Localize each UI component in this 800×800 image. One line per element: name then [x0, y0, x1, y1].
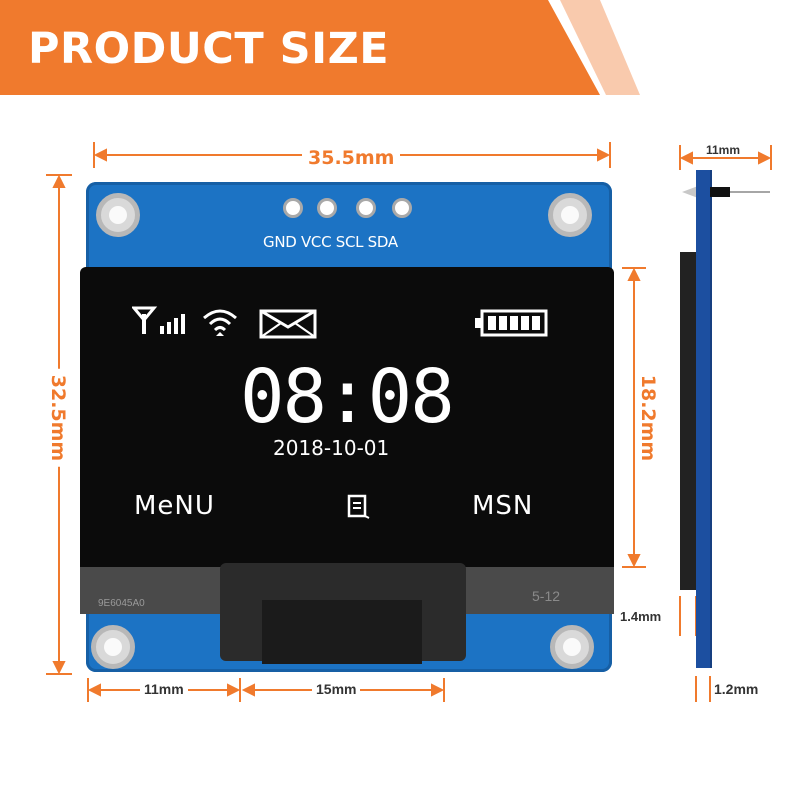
signal-icon — [132, 306, 185, 334]
battery-icon — [475, 309, 548, 337]
mount-hole-bottom-right — [550, 625, 594, 669]
mail-icon — [259, 309, 317, 339]
screen-height-dimension-label: 18.2mm — [637, 368, 659, 468]
banner-background — [0, 0, 640, 95]
document-icon — [347, 494, 370, 519]
mount-hole-bottom-left — [91, 625, 135, 669]
width-dimension-label: 35.5mm — [302, 147, 401, 169]
pin-pad-scl — [356, 198, 376, 218]
bottom-middle-dimension-label: 15mm — [312, 681, 361, 697]
clock-date: 2018-10-01 — [273, 436, 390, 460]
chip-code: 9E6045A0 — [98, 598, 145, 609]
flex-cable-connector — [262, 600, 422, 664]
side-top-dimension-label: 11mm — [706, 143, 741, 157]
mount-hole-top-left — [96, 193, 140, 237]
pin-pad-sda — [392, 198, 412, 218]
pin-pad-gnd — [283, 198, 303, 218]
height-dimension-label: 32.5mm — [47, 368, 69, 468]
side-bottom-dimension-label: 1.2mm — [714, 681, 759, 697]
side-view-pin — [710, 187, 730, 197]
clock-time: 08:08 — [240, 354, 455, 440]
side-pin-dimension-label: 1.4mm — [620, 609, 662, 624]
bottom-left-dimension-label: 11mm — [140, 681, 188, 697]
mount-hole-top-right — [548, 193, 592, 237]
lot-code: 5-12 — [532, 588, 561, 604]
side-view-screen — [680, 252, 696, 590]
banner-title: PRODUCT SIZE — [28, 24, 390, 74]
pin-labels: GND VCC SCL SDA — [263, 233, 398, 251]
menu-right-label: MSN — [472, 491, 534, 521]
wifi-icon — [203, 309, 237, 336]
menu-left-label: MeNU — [134, 491, 215, 521]
side-view-board — [696, 170, 712, 668]
pin-pad-vcc — [317, 198, 337, 218]
